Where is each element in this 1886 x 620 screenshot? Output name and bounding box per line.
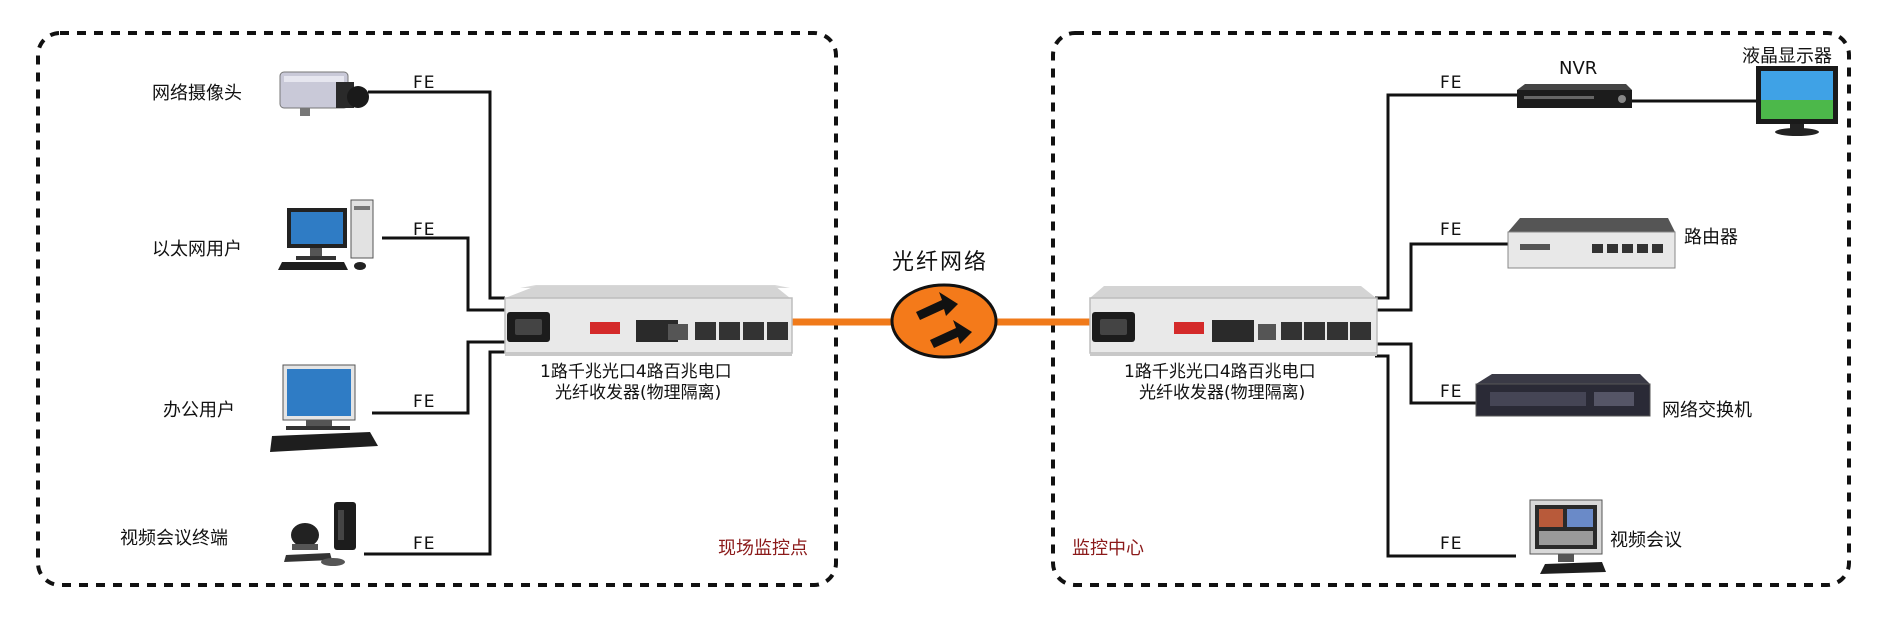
- left-zone-border: [36, 31, 838, 587]
- left-zone-label: 现场监控点: [718, 538, 808, 559]
- link-line-ethernet-user: [382, 236, 505, 312]
- right-converter-caption-line2: 光纤收发器(物理隔离): [1139, 383, 1306, 403]
- link-label-video-conference: FE: [1440, 534, 1463, 554]
- ethernet-user-computer-icon: [278, 199, 374, 270]
- office-user-computer-icon: [270, 364, 378, 452]
- device-label-video-conference: 视频会议: [1610, 530, 1682, 551]
- link-line-nvr: [1375, 93, 1517, 300]
- device-label-nvr: NVR: [1559, 58, 1598, 79]
- link-line-video-conf: [1375, 354, 1516, 558]
- device-label-router: 路由器: [1684, 227, 1738, 248]
- link-line-router: [1375, 242, 1508, 312]
- device-label-ethernet-user: 以太网用户: [152, 239, 242, 260]
- video-conference-icon: [1529, 499, 1606, 574]
- left-fiber-transceiver: [504, 285, 793, 356]
- fiber-network-icon: [890, 283, 998, 359]
- link-label-camera: FE: [413, 73, 436, 93]
- device-label-lcd-monitor: 液晶显示器: [1742, 46, 1832, 67]
- link-label-office-user: FE: [413, 392, 436, 412]
- link-label-router: FE: [1440, 220, 1463, 240]
- right-zone-border: [1051, 31, 1851, 587]
- link-line-camera: [368, 90, 505, 300]
- link-label-video-terminal: FE: [413, 534, 436, 554]
- fiber-network-label: 光纤网络: [892, 250, 989, 275]
- link-label-nvr: FE: [1440, 73, 1463, 93]
- network-switch-icon: [1475, 374, 1651, 417]
- device-label-office-user: 办公用户: [163, 400, 235, 421]
- device-label-ip-camera: 网络摄像头: [152, 83, 242, 104]
- link-label-ethernet-user: FE: [413, 220, 436, 240]
- link-label-switch: FE: [1440, 382, 1463, 402]
- right-converter-caption-line1: 1路千兆光口4路百兆电口: [1124, 362, 1316, 382]
- link-line-office-user: [372, 340, 505, 415]
- router-icon: [1507, 218, 1676, 269]
- link-line-switch: [1375, 342, 1476, 405]
- video-conference-terminal-icon: [284, 502, 356, 566]
- lcd-monitor-icon: [1756, 66, 1838, 136]
- ip-camera-icon: [279, 71, 369, 116]
- right-zone-label: 监控中心: [1072, 538, 1144, 559]
- left-converter-caption-line2: 光纤收发器(物理隔离): [555, 383, 722, 403]
- device-label-video-terminal: 视频会议终端: [120, 528, 228, 549]
- device-label-network-switch: 网络交换机: [1662, 400, 1752, 421]
- left-converter-caption-line1: 1路千兆光口4路百兆电口: [540, 362, 732, 382]
- nvr-icon: [1517, 84, 1632, 108]
- right-fiber-transceiver: [1089, 286, 1378, 356]
- link-line-video-terminal: [364, 350, 505, 556]
